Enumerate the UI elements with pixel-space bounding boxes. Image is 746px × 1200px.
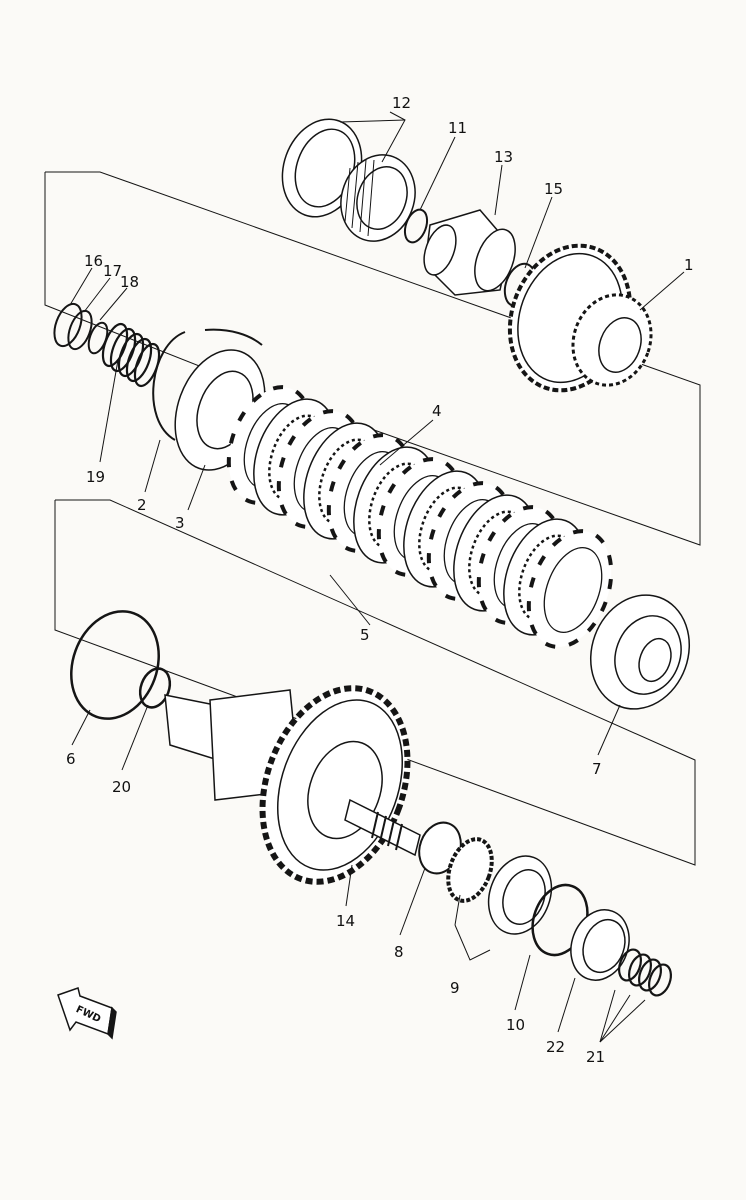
label-15: 15	[544, 180, 563, 198]
part-20-ring	[138, 667, 172, 709]
part-12-bearing	[281, 118, 416, 242]
label-12: 12	[392, 94, 411, 112]
label-5: 5	[360, 626, 370, 644]
label-17: 17	[103, 262, 122, 280]
part-22-race	[570, 909, 630, 981]
part-6-o-ring	[70, 610, 160, 720]
label-11: 11	[448, 119, 467, 137]
label-4: 4	[432, 402, 442, 420]
part-2-wire-clip	[152, 331, 186, 441]
label-22: 22	[546, 1038, 565, 1056]
label-8: 8	[394, 943, 404, 961]
frame-upper	[44, 171, 701, 546]
label-2: 2	[137, 496, 147, 514]
part-13-collar	[423, 209, 516, 296]
part-11-circlip	[403, 208, 429, 244]
plate-inner-edge	[543, 547, 603, 633]
label-10: 10	[506, 1016, 525, 1034]
label-7: 7	[592, 760, 602, 778]
parts-16-17-18-rings	[53, 302, 109, 355]
part-21-springs	[618, 948, 672, 997]
label-3: 3	[175, 514, 185, 532]
label-13: 13	[494, 148, 513, 166]
part-7-pressure-plate	[589, 594, 691, 710]
frame-lower	[54, 499, 696, 866]
fwd-arrow-icon: FWD	[57, 987, 117, 1040]
part-14-clutch-housing	[164, 685, 421, 885]
label-1: 1	[684, 256, 694, 274]
part-labels: 12 11 13 15 1 16 17 18 19 2 3 4 5 6 20 7…	[66, 94, 694, 1066]
label-6: 6	[66, 750, 76, 768]
label-18: 18	[120, 273, 139, 291]
clutch-plate-stack	[226, 385, 614, 649]
label-9: 9	[450, 979, 460, 997]
label-19: 19	[86, 468, 105, 486]
label-16: 16	[84, 252, 103, 270]
part-9-bearing	[446, 837, 553, 935]
part-1-gear	[507, 243, 653, 393]
label-20: 20	[112, 778, 131, 796]
label-14: 14	[336, 912, 355, 930]
leader-lines	[69, 111, 685, 1043]
label-21: 21	[586, 1048, 605, 1066]
